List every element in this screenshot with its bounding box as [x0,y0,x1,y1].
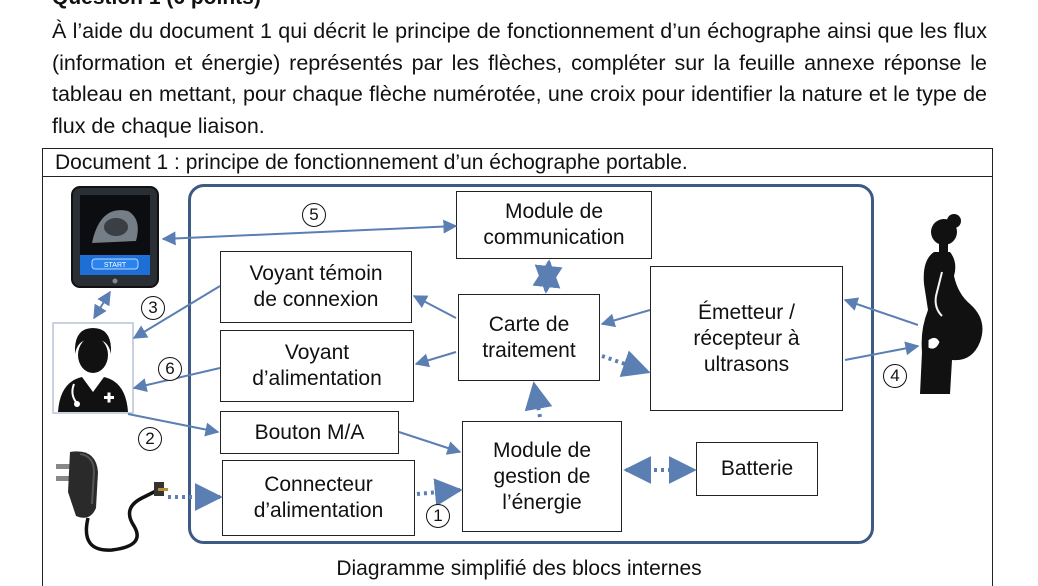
tablet-icon: START [71,186,159,288]
arrow-button-to-energy-module [398,431,462,455]
arrow-4-transceiver-to-patient [844,341,920,361]
charger-icon [56,451,168,552]
flow-number-2: 2 [138,427,162,451]
block-energy-management: Module de gestion de l’énergie [462,421,622,532]
block-ultrasound-transceiver: Émetteur / récepteur à ultrasons [650,266,843,411]
arrow-comm-board [532,259,563,294]
arrow-energy-board-to-transceiver [601,350,651,377]
flow-number-5: 5 [302,203,326,227]
question-text: À l’aide du document 1 qui décrit le pri… [52,19,987,138]
doctor-icon [52,322,134,414]
arrow-board-to-connection-indicator [412,295,457,319]
block-power-indicator: Voyant d’alimentation [220,330,414,402]
flow-number-3: 3 [141,296,165,320]
arrow-1-connector-to-energy [416,478,463,507]
question-heading: Question 1 (6 points) [52,0,261,10]
block-communication-module: Module de communication [456,191,652,259]
document-frame [42,176,993,586]
block-processing-board: Carte de traitement [458,294,600,381]
internal-blocks-frame [188,184,874,544]
flow-number-6: 6 [158,357,182,381]
arrow-5-comm-tablet [161,219,458,246]
document-title: Document 1 : principe de fonctionnement … [42,148,993,176]
flow-number-1: 1 [426,504,450,528]
arrow-energy-to-board [524,381,553,418]
arrow-board-to-power-indicator [414,351,457,368]
arrow-3-indicator-to-doctor [132,285,221,339]
block-battery: Batterie [696,442,818,496]
arrow-tablet-doctor [93,290,111,320]
diagram-caption: Diagramme simplifié des blocs internes [336,557,702,580]
arrow-transceiver-to-board [600,309,651,328]
pregnant-woman-icon [920,214,983,394]
block-power-connector: Connecteur d’alimentation [222,460,415,536]
flow-number-4: 4 [883,364,907,388]
arrow-2-doctor-to-button [127,413,220,437]
block-connection-indicator: Voyant témoin de connexion [220,251,412,323]
tablet-start-label: START [104,262,127,269]
arrow-4-patient-to-transceiver [843,297,919,326]
block-onoff-button: Bouton M/A [220,411,399,454]
